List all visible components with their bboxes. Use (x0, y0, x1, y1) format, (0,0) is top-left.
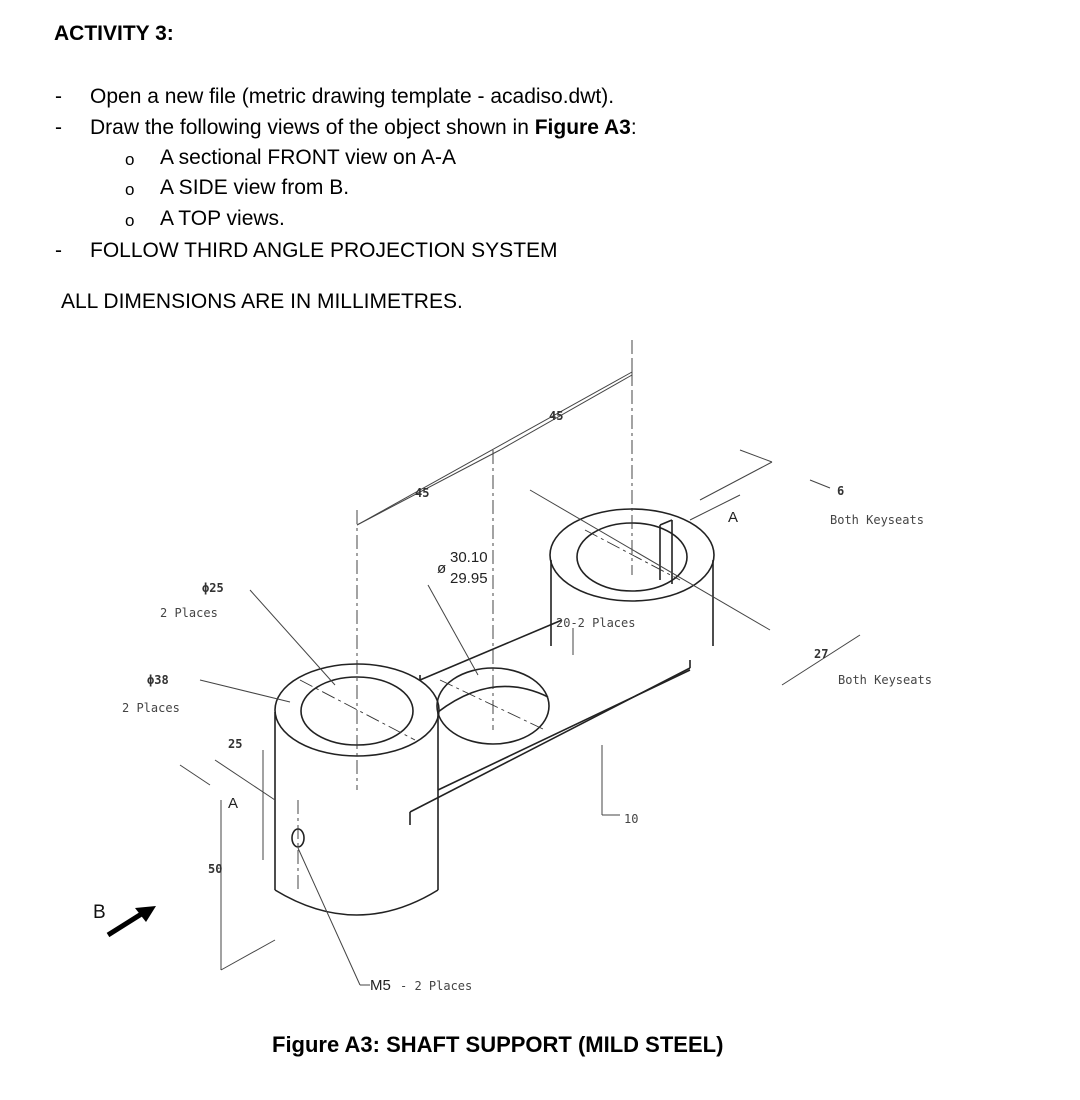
dim-45-top: 45 (549, 409, 563, 423)
both-keyseats-label-1: Both Keyseats (830, 513, 924, 527)
figure-caption: Figure A3: SHAFT SUPPORT (MILD STEEL) (272, 1032, 724, 1057)
sub-bullet: o (125, 180, 135, 199)
dim-20-2-places: 20-2 Places (556, 616, 635, 630)
list-dash: - (55, 239, 62, 262)
tolerance-upper: 30.10 (450, 549, 488, 566)
sub-item-side-view: A SIDE view from B. (160, 176, 350, 199)
list-dash: - (55, 116, 62, 139)
sub-item-sectional-front: A sectional FRONT view on A-A (160, 146, 457, 169)
instruction-projection: FOLLOW THIRD ANGLE PROJECTION SYSTEM (90, 239, 558, 262)
figure-reference: Figure A3 (534, 116, 631, 139)
instruction-open-file: Open a new file (metric drawing template… (90, 85, 615, 108)
section-a-left: A (228, 795, 238, 812)
activity-heading: ACTIVITY 3: (54, 22, 174, 45)
view-b-arrow (106, 906, 156, 938)
list-dash: - (55, 85, 62, 108)
dim-45-mid: 45 (415, 486, 429, 500)
sub-item-top-view: A TOP views. (160, 207, 285, 230)
dimension-lines (179, 360, 861, 986)
view-b-label: B (93, 902, 106, 923)
instruction-draw-views-text: Draw the following views of the object s… (90, 116, 535, 139)
m5-thread: M5 (370, 977, 391, 994)
diameter-symbol: ø (437, 560, 446, 577)
sub-bullet: o (125, 211, 135, 230)
center-lines (297, 340, 681, 890)
dim-6: 6 (837, 484, 844, 498)
dim-50: 50 (208, 862, 222, 876)
sub-bullet: o (125, 150, 135, 169)
instruction-draw-views: Draw the following views of the object s… (90, 116, 637, 140)
dim-phi38: ϕ38 (147, 673, 169, 687)
dim-27: 27 (814, 647, 828, 661)
shaft-support-drawing: 45 45 6 Both Keyseats 27 Both Keyseats ø… (93, 340, 932, 994)
section-a-right: A (728, 509, 738, 526)
tolerance-lower: 29.95 (450, 570, 488, 587)
dim-phi25: ϕ25 (202, 581, 224, 595)
colon: : (630, 116, 637, 139)
both-keyseats-label-2: Both Keyseats (838, 673, 932, 687)
dim-10: 10 (624, 812, 638, 826)
phi25-places: 2 Places (160, 606, 218, 620)
m5-places: - 2 Places (400, 979, 472, 993)
units-note: ALL DIMENSIONS ARE IN MILLIMETRES. (61, 290, 463, 313)
phi38-places: 2 Places (122, 701, 180, 715)
dim-25: 25 (228, 737, 242, 751)
drawing-body (274, 508, 715, 916)
